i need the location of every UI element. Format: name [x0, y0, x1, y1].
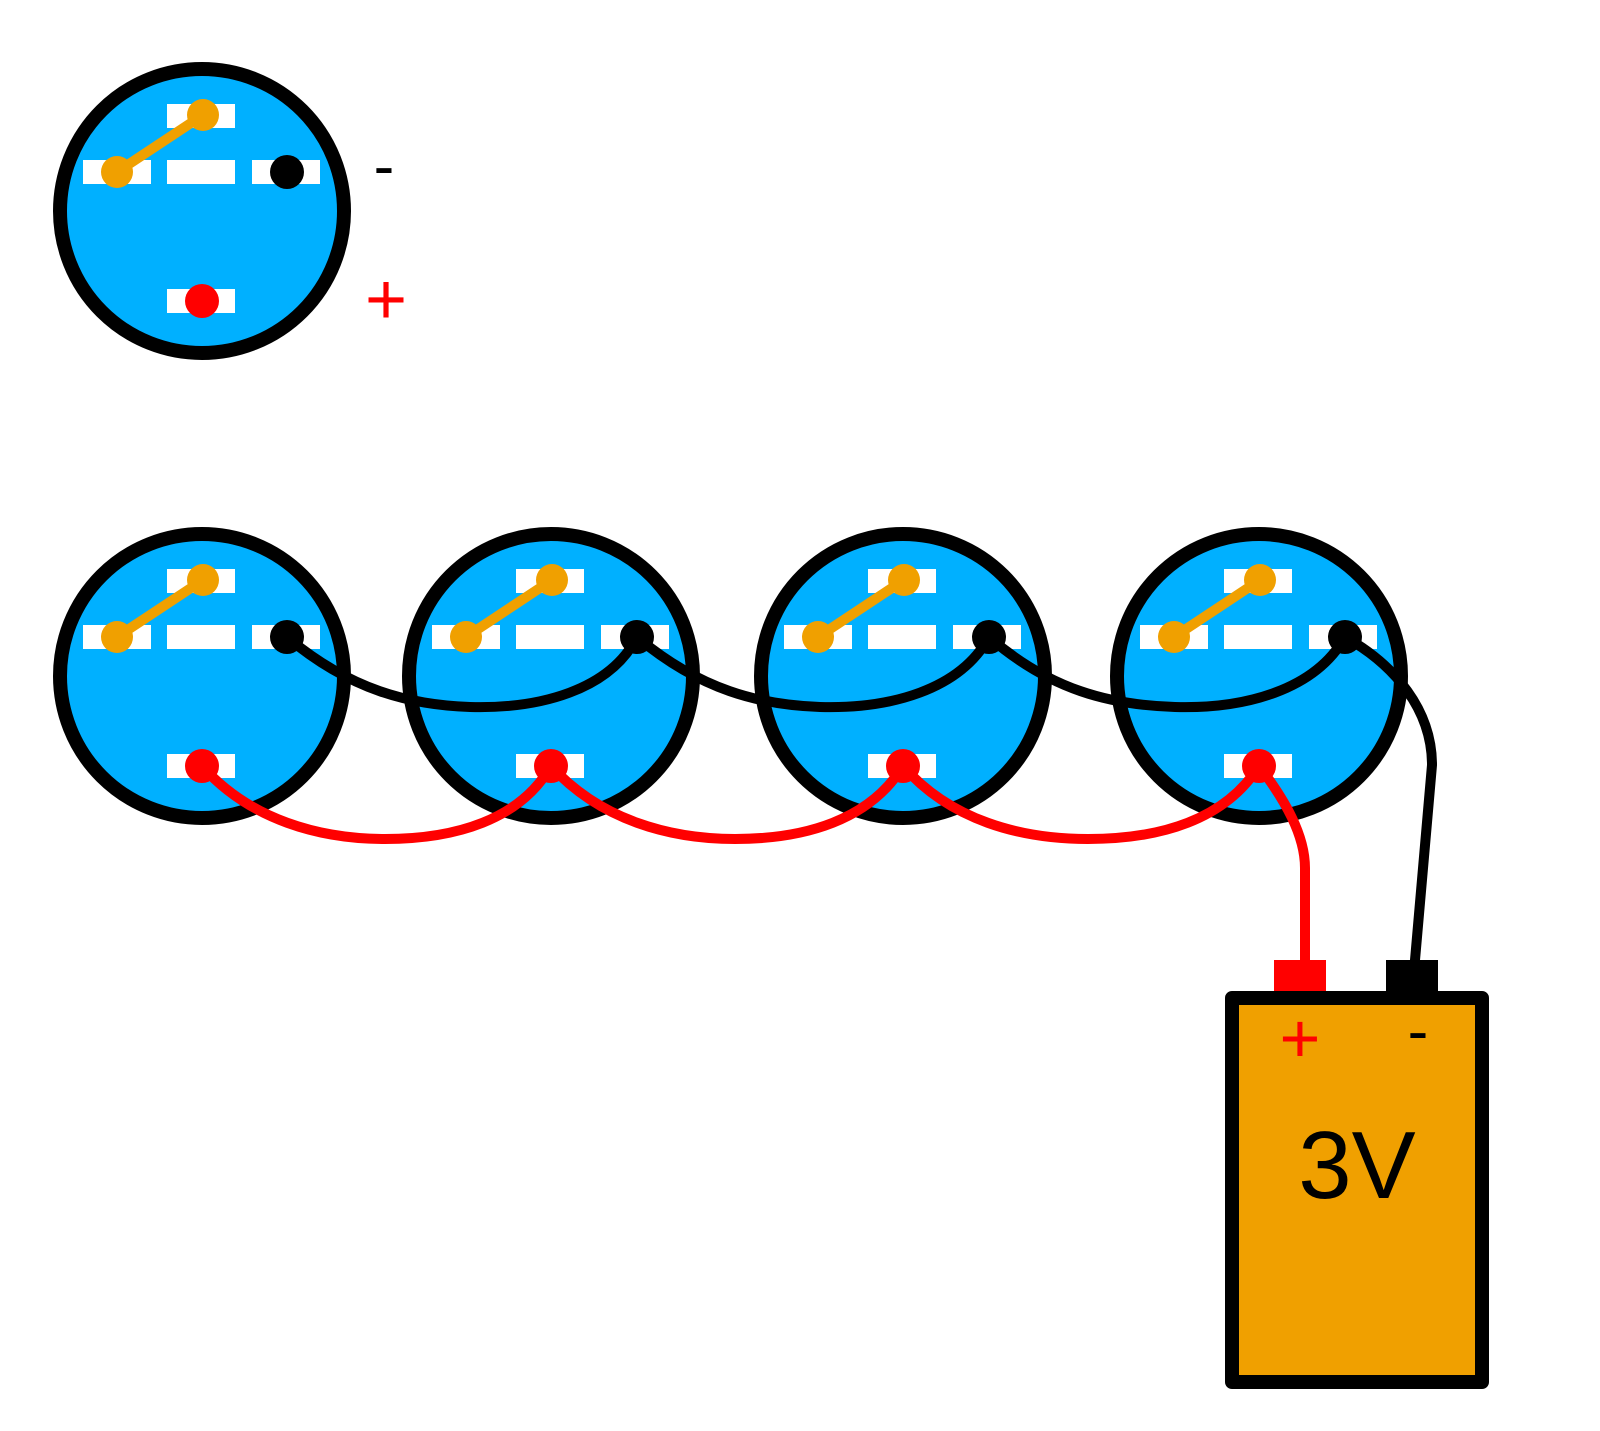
battery-negative-post [1386, 960, 1438, 996]
legend-module: - + [53, 62, 407, 360]
negative-wire [632, 632, 994, 713]
positive-terminal [1242, 749, 1276, 783]
legend-switch-dot [187, 99, 219, 131]
legend-plus-label: + [365, 260, 407, 340]
switch-dot [1244, 564, 1276, 596]
module-pad [1224, 625, 1292, 649]
module-pad [167, 625, 235, 649]
battery: + - 3V [1225, 960, 1489, 1389]
positive-wires [197, 761, 1310, 965]
module-2 [402, 527, 700, 825]
negative-terminal [620, 620, 654, 654]
negative-terminal [270, 620, 304, 654]
legend-switch-dot [101, 156, 133, 188]
negative-terminal [1328, 620, 1362, 654]
module-4 [1110, 527, 1408, 825]
switch-lever [1171, 575, 1263, 642]
switch-lever [815, 575, 907, 642]
switch-dot [101, 621, 133, 653]
positive-terminal [886, 749, 920, 783]
module-pad [868, 625, 936, 649]
switch-dot [450, 621, 482, 653]
battery-body [1225, 991, 1489, 1389]
positive-wire [546, 761, 908, 845]
positive-terminal [185, 749, 219, 783]
battery-voltage-label: 3V [1298, 1112, 1415, 1219]
module-pad [516, 625, 584, 649]
legend-minus-label: - [374, 132, 395, 201]
positive-wire [898, 761, 1264, 845]
negative-wire [282, 632, 642, 713]
legend-switch-lever [114, 110, 206, 177]
switch-dot [187, 564, 219, 596]
negative-terminal [972, 620, 1006, 654]
switch-lever [463, 575, 555, 642]
positive-terminal [534, 749, 568, 783]
battery-minus-label: - [1408, 997, 1429, 1066]
battery-plus-label: + [1280, 999, 1321, 1077]
negative-wire [1340, 632, 1438, 965]
battery-positive-post [1274, 960, 1326, 996]
switch-dot [802, 621, 834, 653]
module-terminals [185, 620, 1362, 783]
switch-dot [1158, 621, 1190, 653]
switch-lever [114, 575, 206, 642]
negative-wire [984, 632, 1350, 713]
switch-dot [536, 564, 568, 596]
legend-negative-terminal [270, 155, 304, 189]
negative-wires [282, 632, 1438, 965]
legend-positive-terminal [185, 284, 219, 318]
positive-wire [197, 761, 556, 845]
switch-dot [888, 564, 920, 596]
legend-module-body [53, 62, 351, 360]
legend-pad [167, 160, 235, 184]
